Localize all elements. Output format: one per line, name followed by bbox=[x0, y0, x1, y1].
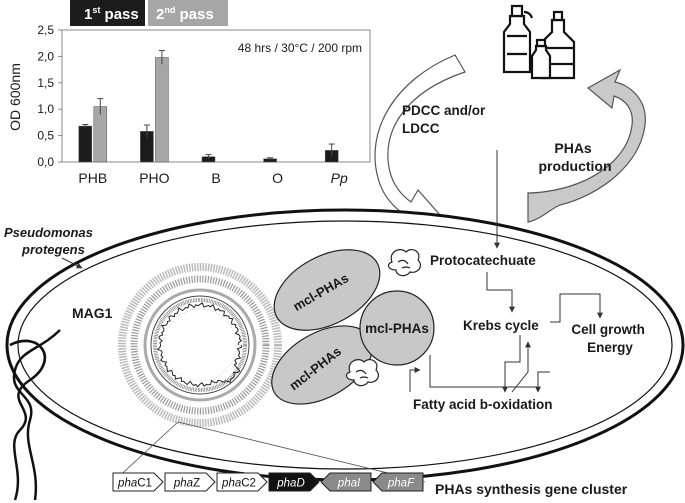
fatty-acid-label: Fatty acid b-oxidation bbox=[413, 397, 553, 412]
gene-label: phaI bbox=[337, 478, 361, 490]
gene-label: phaC2 bbox=[221, 478, 256, 490]
gene-arrow-phaC1 bbox=[112, 472, 164, 492]
granule-2 bbox=[359, 290, 435, 366]
gene-label: phaF bbox=[387, 478, 415, 490]
plot-frame bbox=[61, 29, 371, 163]
x-tick-label: B bbox=[211, 170, 220, 186]
pathway-arrows bbox=[409, 150, 603, 393]
granule-2-label: mcl-PHAs bbox=[365, 321, 429, 336]
gene-arrow-phaI bbox=[320, 472, 372, 492]
organism-pointer bbox=[61, 257, 83, 269]
pha-granules: mcl-PHAs mcl-PHAs mcl-PHAs bbox=[271, 249, 435, 405]
protocatechuate-label: Protocatechuate bbox=[430, 253, 536, 268]
y-tick-label: 2,0 bbox=[37, 49, 54, 63]
enzyme-icon bbox=[387, 248, 422, 277]
legend: 1st pass 2nd pass bbox=[70, 0, 228, 26]
genome-map bbox=[118, 263, 282, 427]
mag-label: MAG1 bbox=[72, 305, 113, 321]
legend-pass1-label: 1st pass bbox=[84, 5, 139, 23]
bar-1-PHB bbox=[78, 125, 93, 163]
bars bbox=[78, 50, 339, 163]
chart-title: 48 hrs / 30°C / 200 rpm bbox=[238, 41, 362, 55]
gene-arrow-phaF bbox=[372, 472, 424, 492]
gene-label: phaD bbox=[276, 478, 305, 490]
y-tick-label: 2,5 bbox=[37, 23, 54, 37]
x-labels: PHB PHO B O Pp bbox=[78, 170, 348, 186]
gene-arrow-phaC2 bbox=[216, 472, 268, 492]
gene-cluster-label: PHAs synthesis gene cluster bbox=[435, 481, 628, 497]
cycle-arrow-right bbox=[527, 68, 646, 223]
gc-skew-track bbox=[156, 302, 243, 388]
y-tick-label: 0,0 bbox=[37, 155, 54, 169]
gene-arrow-phaD bbox=[268, 472, 320, 492]
cycle-arrow-left bbox=[374, 54, 466, 230]
organism-label: Pseudomonas protegens bbox=[4, 225, 96, 257]
cell-growth-label: Cell growth Energy bbox=[571, 322, 648, 355]
y-axis-label: OD 600nm bbox=[7, 63, 23, 131]
gene-label: phaC1 bbox=[117, 478, 152, 490]
x-tick-label: PHO bbox=[139, 170, 169, 186]
legend-pass2-label: 2nd pass bbox=[156, 5, 214, 23]
legend-pass1-swatch bbox=[70, 0, 145, 26]
y-tick-label: 0,5 bbox=[37, 129, 54, 143]
bar-2-PHO bbox=[155, 57, 169, 163]
gene-arrow-phaZ bbox=[164, 472, 216, 492]
y-tick-label: 1,0 bbox=[37, 102, 54, 116]
zoom-lines bbox=[112, 421, 426, 483]
x-tick-label: O bbox=[272, 170, 283, 186]
bar-chart: 48 hrs / 30°C / 200 rpm OD 600nm 0,0 0,5 1… bbox=[7, 23, 371, 186]
enzyme-icon-2 bbox=[345, 358, 380, 387]
cell-inner-membrane bbox=[17, 220, 673, 470]
y-tick-label: 1,5 bbox=[37, 76, 54, 90]
x-tick-label: PHB bbox=[78, 170, 107, 186]
pdcc-label: PDCC and/or LDCC bbox=[402, 103, 489, 136]
krebs-label: Krebs cycle bbox=[463, 318, 539, 333]
x-tick-label: Pp bbox=[331, 170, 348, 186]
gene-cluster: phaC1 phaZ phaC2 phaD phaI phaF bbox=[112, 472, 424, 492]
bar-2-PHB bbox=[93, 106, 108, 163]
phas-production-label: PHAs production bbox=[538, 140, 611, 174]
gene-label: phaZ bbox=[173, 478, 200, 490]
granule-1 bbox=[273, 249, 381, 331]
plastic-bottles-icon bbox=[502, 4, 576, 80]
y-ticks: 0,0 0,5 1,0 1,5 2,0 2,5 bbox=[37, 23, 62, 169]
legend-pass2-swatch bbox=[148, 0, 228, 26]
